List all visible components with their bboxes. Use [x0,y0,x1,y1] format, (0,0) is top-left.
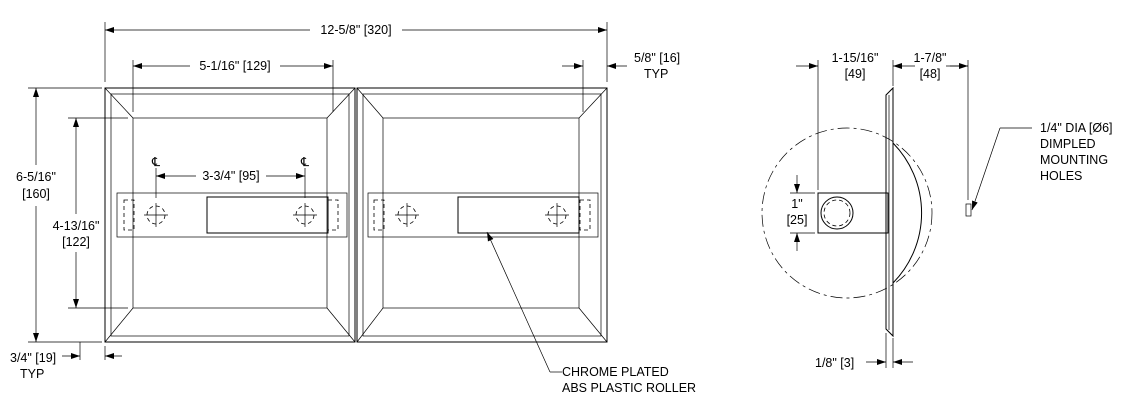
overall-width-label: 12-5/8" [320] [320,23,391,37]
dimension-overall-width: 12-5/8" [320] [104,22,608,82]
dimension-depth-left: 1-15/16" [49] [796,51,915,190]
dimension-spindle-spacing: ℄ ℄ 3-3/4" [95] [151,155,310,198]
housing-arc [892,142,923,284]
dimension-depth-right: 1-7/8" [48] [914,51,969,200]
right-housing [356,87,608,343]
bottom-offset-label: 3/4" [19] [10,351,56,365]
hole-note-line4: HOLES [1040,169,1082,183]
flange-thickness-label: 1/8" [3] [815,356,854,370]
inner-width-label: 5-1/16" [129] [199,59,270,73]
dimension-inner-width: 5-1/16" [129] [132,59,334,112]
depth-right-mm-label: [48] [920,67,941,81]
roll-outline [761,127,933,299]
depth-right-label: 1-7/8" [914,51,947,65]
flange-plate [885,86,894,338]
centerline-mark-1: ℄ [151,155,161,169]
hole-note-line1: 1/4" DIA [Ø6] [1040,121,1113,135]
left-spindle-hole-1 [144,203,168,227]
left-housing [104,87,356,343]
centerline-mark-2: ℄ [300,155,310,169]
mounting-hole-dimple [965,203,972,217]
right-spindle-hole-2 [545,203,569,227]
spindle-hole [820,196,854,230]
bottom-typ-label: TYP [20,367,44,381]
roller-callout: CHROME PLATED ABS PLASTIC ROLLER [486,231,696,395]
flange-typ-label: TYP [644,67,668,81]
left-spindle [116,192,348,238]
inner-height-label: 4-13/16" [53,219,100,233]
overall-height-mm-label: [160] [22,187,50,201]
dimension-inner-height: 4-13/16" [122] [53,117,128,309]
dimension-roll-height: 1" [25] [787,175,815,251]
roller-note-line1: CHROME PLATED [562,365,669,379]
roll-height-mm-label: [25] [787,213,808,227]
right-spindle [367,192,599,238]
overall-height-label: 6-5/16" [16,170,56,184]
spindle-spacing-label: 3-3/4" [95] [202,169,259,183]
dimension-flange: 5/8" [16] TYP [562,51,680,112]
right-spindle-hole-1 [395,203,419,227]
inner-height-mm-label: [122] [62,235,90,249]
dimension-bottom-offset: 3/4" [19] TYP [10,342,122,381]
mounting-hole-callout: 1/4" DIA [Ø6] DIMPLED MOUNTING HOLES [971,121,1113,211]
dimension-flange-thickness: 1/8" [3] [815,333,913,370]
flange-label: 5/8" [16] [634,51,680,65]
dimension-overall-height: 6-5/16" [160] [16,87,102,343]
spindle-block [817,192,889,234]
depth-left-label: 1-15/16" [832,51,879,65]
left-spindle-hole-2 [293,203,317,227]
side-view: 1-15/16" [49] 1-7/8" [48] 1" [25] 1/8" [761,51,1113,370]
front-view: 12-5/8" [320] 5-1/16" [129] 5/8" [16] TY… [10,22,696,395]
hole-note-line3: MOUNTING [1040,153,1108,167]
roller-note-line2: ABS PLASTIC ROLLER [562,381,696,395]
depth-left-mm-label: [49] [845,67,866,81]
hole-note-line2: DIMPLED [1040,137,1096,151]
roll-height-label: 1" [791,197,802,211]
